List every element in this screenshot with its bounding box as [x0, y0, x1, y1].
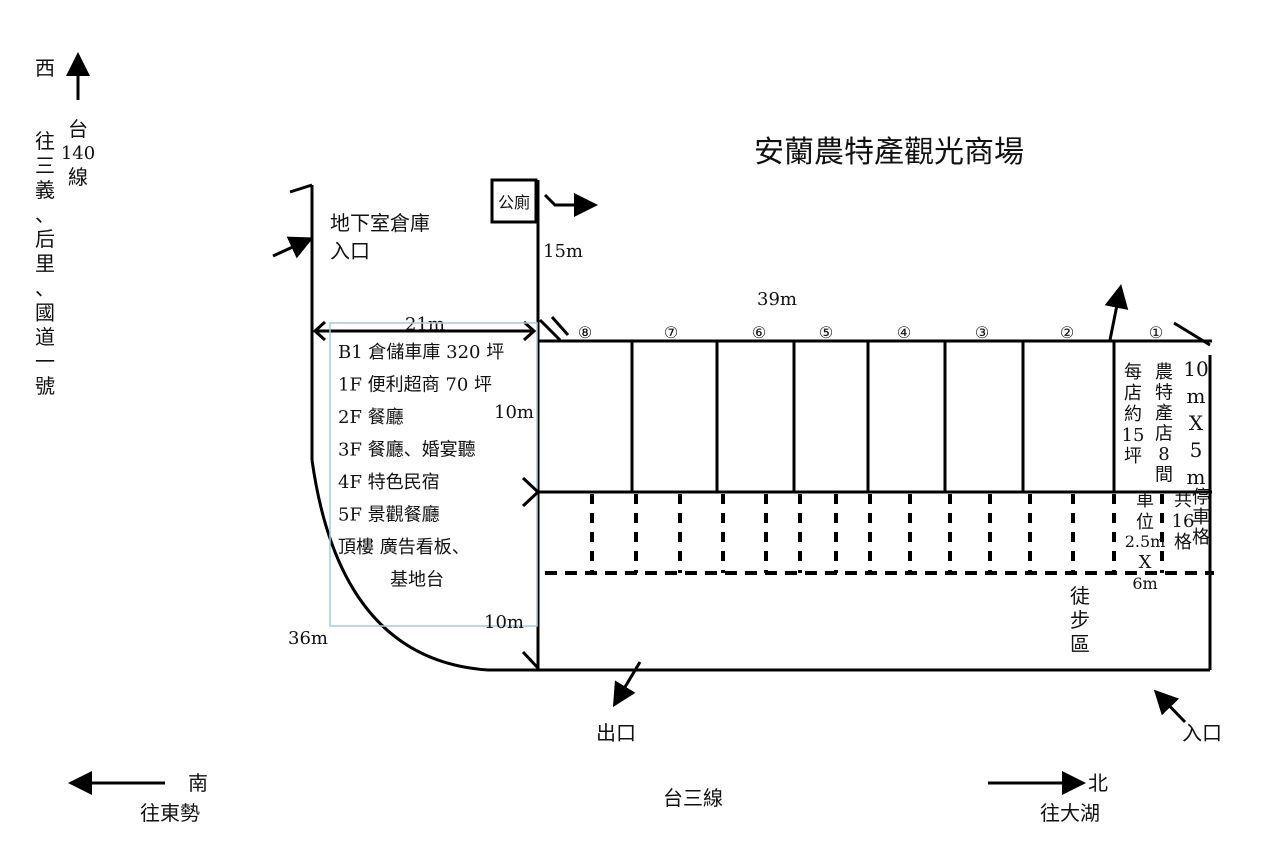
- shop-number: ⑥: [752, 323, 766, 342]
- entrance-arrow-icon: [1153, 689, 1187, 724]
- floor-item: 頂樓 廣告看板、: [338, 537, 470, 558]
- shop-size-note: m: [1187, 384, 1206, 408]
- shop-number: ⑧: [578, 323, 592, 342]
- west-direction-char: 三: [35, 154, 55, 178]
- floor-item: 5F 景觀餐廳: [338, 505, 440, 526]
- shop-count-note: 8: [1158, 444, 1169, 465]
- shop-count-note: 特: [1155, 383, 1173, 404]
- right-corner-line: [1173, 321, 1211, 347]
- road-140-char: 線: [68, 165, 88, 189]
- west-direction-char: 往: [35, 129, 55, 153]
- dimension-10m-lower: 10m: [484, 612, 524, 633]
- shop-size-note: 5: [1190, 438, 1203, 462]
- parking-total-note: 格: [1192, 527, 1210, 548]
- dimension-ticks: [521, 316, 570, 670]
- shop-area-note: 店: [1124, 383, 1142, 404]
- north-label: 北: [1088, 771, 1108, 795]
- south-direction: 往東勢: [140, 801, 200, 825]
- dimension-10m-upper: 10m: [494, 402, 534, 423]
- parking-size-note: 車: [1136, 490, 1154, 511]
- floor-item: 1F 便利超商 70 坪: [338, 375, 492, 396]
- floor-item: 3F 餐廳、婚宴聽: [338, 439, 476, 461]
- road-140-label: 台 140 線: [61, 117, 95, 189]
- west-direction-char: 義: [35, 178, 55, 202]
- shop-count-note: 農: [1155, 362, 1173, 383]
- parking-size-note: 6m: [1132, 574, 1157, 593]
- road-140-char: 140: [61, 143, 95, 164]
- parking-total-note: 16: [1172, 511, 1195, 532]
- building-arc-wall: [310, 459, 1210, 672]
- parking-total-note: 共: [1174, 490, 1192, 511]
- road-140-char: 台: [68, 117, 88, 141]
- road-label: 台三線: [663, 786, 723, 810]
- shop-area-note: 約: [1124, 404, 1142, 425]
- shop-size-note: X: [1189, 411, 1204, 435]
- shop-area-note: 15: [1122, 425, 1145, 446]
- entrance-label: 入口: [1182, 721, 1222, 745]
- floor-item: B1 倉儲車庫 320 坪: [338, 342, 504, 363]
- parking-total-note: 停: [1192, 487, 1210, 508]
- dimension-36m: 36m: [288, 628, 328, 649]
- shop-dividers: [630, 341, 1116, 492]
- floor-list: B1 倉儲車庫 320 坪 1F 便利超商 70 坪 2F 餐廳 3F 餐廳、婚宴聽 4…: [338, 342, 504, 591]
- south-label: 南: [188, 771, 208, 795]
- west-direction-char: 道: [35, 325, 55, 349]
- walkway-label: 步: [1070, 608, 1090, 632]
- shop-number: ③: [975, 323, 989, 342]
- walkway-label: 徒: [1070, 584, 1090, 608]
- west-direction-char: 后: [35, 227, 55, 251]
- toilet-arrow-icon: [543, 193, 598, 217]
- shop-size-note: 10: [1183, 357, 1208, 381]
- parking-total-note: 車: [1192, 507, 1210, 528]
- shop-number: ⑦: [664, 323, 678, 342]
- floor-item: 2F 餐廳: [338, 407, 404, 428]
- shop-size-note: m: [1187, 465, 1206, 489]
- dimension-arrowheads: [312, 320, 537, 342]
- shop-area-note: 坪: [1124, 446, 1142, 467]
- floor-item: 基地台: [390, 570, 444, 591]
- basement-entrance-label: 地下室倉庫: [330, 211, 430, 235]
- dimension-39m: 39m: [757, 289, 797, 310]
- west-label: 西: [35, 56, 55, 80]
- west-direction-char: 號: [35, 374, 55, 398]
- shop-number: ⑤: [819, 323, 833, 342]
- west-direction-char: 、: [35, 203, 55, 227]
- exit-label: 出口: [596, 721, 636, 745]
- toilet-box: [490, 178, 538, 224]
- shop-number: ④: [897, 323, 911, 342]
- shop-count-note: 店: [1155, 424, 1173, 445]
- toilet-label: 公廁: [498, 193, 530, 212]
- north-direction: 往大湖: [1040, 801, 1100, 825]
- exit-arrow-icon: [612, 661, 642, 708]
- walkway-label: 區: [1070, 632, 1090, 656]
- building-left-wall: [289, 183, 314, 335]
- shop-numbers: ⑧ ⑦ ⑥ ⑤ ④ ③ ② ①: [578, 323, 1163, 342]
- basement-entrance-label-2: 入口: [330, 239, 370, 263]
- parking-size-note: X: [1139, 552, 1152, 573]
- shop-number: ②: [1060, 323, 1074, 342]
- dimension-15m: 15m: [543, 241, 583, 262]
- west-direction-char: 、: [35, 276, 55, 300]
- basement-entrance-arrow-icon: [272, 236, 314, 259]
- shop-count-note: 間: [1155, 465, 1173, 486]
- parking-size-note: 位: [1136, 512, 1154, 533]
- west-direction-char: 里: [35, 252, 55, 276]
- floor-item: 4F 特色民宿: [338, 472, 440, 493]
- main-building-box: [329, 322, 538, 627]
- dimension-21m: 21m: [405, 314, 445, 335]
- parking-total-note: 格: [1174, 532, 1192, 553]
- parking-dividers: [590, 494, 1164, 573]
- shop-count-note: 產: [1155, 403, 1173, 424]
- west-direction-char: 一: [35, 350, 55, 374]
- west-direction-char: 國: [35, 301, 55, 325]
- page-title: 安蘭農特產觀光商場: [754, 135, 1024, 170]
- parking-size-note: 2.5m: [1125, 532, 1166, 551]
- shop-area-note: 每: [1124, 362, 1142, 383]
- shop-entrance-arrow-icon: [1104, 284, 1129, 341]
- shop-number: ①: [1149, 323, 1163, 342]
